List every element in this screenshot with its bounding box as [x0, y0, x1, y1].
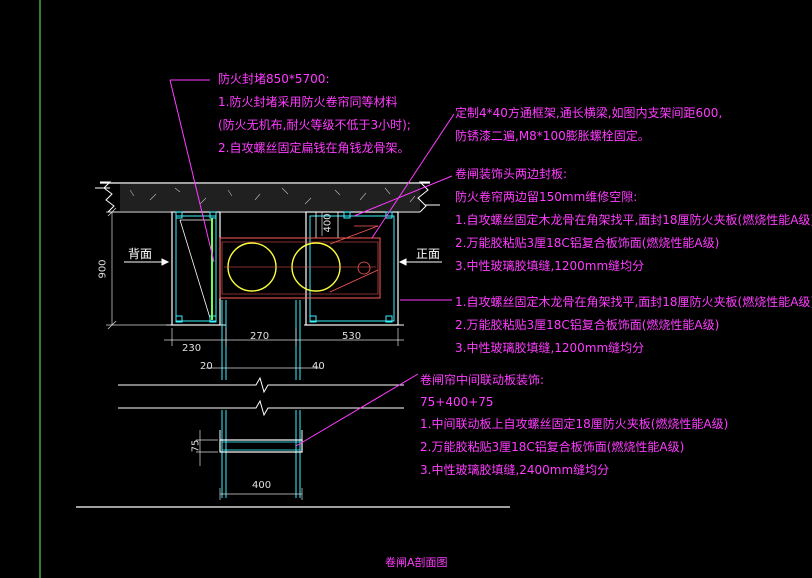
- note-cover-title: 卷闸装饰头两边封板:: [455, 167, 568, 181]
- shutter-housing: [219, 225, 381, 299]
- dim-20: 20: [200, 361, 213, 372]
- note-cover-line2: 2.万能胶粘贴3厘18C铝复合板饰面(燃烧性能A级): [455, 236, 720, 250]
- note-firestop-title: 防火封堵850*5700:: [218, 72, 330, 86]
- dim-900: 900: [97, 259, 109, 279]
- dim-530: 530: [342, 331, 362, 342]
- dimension-lines: [106, 207, 404, 500]
- note-frame-line2: 防锈漆二遍,M8*100膨胀螺栓固定。: [455, 129, 650, 143]
- note-firestop-line1: 1.防火封堵采用防火卷帘同等材料: [218, 95, 398, 109]
- note-cover-line3: 3.中性玻璃胶填缝,1200mm缝均分: [455, 259, 645, 273]
- note-middle-line1: 1.中间联动板上自攻螺丝固定18厘防火夹板(燃烧性能A级): [420, 417, 729, 431]
- label-front: 正面: [416, 247, 441, 261]
- dim-270: 270: [250, 331, 270, 342]
- side-arrows: [124, 258, 442, 266]
- left-box-frame: [166, 211, 226, 326]
- note-bottom-line1: 1.自攻螺丝固定木龙骨在角架找平,面封18厘防火夹板(燃烧性能A级): [455, 295, 812, 309]
- note-cover-line1: 1.自攻螺丝固定木龙骨在角架找平,面封18厘防火夹板(燃烧性能A级): [455, 213, 812, 227]
- note-middle-dims: 75+400+75: [420, 395, 494, 409]
- note-middle-line3: 3.中性玻璃胶填缝,2400mm缝均分: [420, 463, 610, 477]
- note-bottom-line2: 2.万能胶粘贴3厘18C铝复合板饰面(燃烧性能A级): [455, 318, 720, 332]
- dim-40: 40: [312, 361, 325, 372]
- dim-400-bottom: 400: [252, 480, 272, 491]
- middle-panel: [219, 430, 303, 453]
- note-bottom-line3: 3.中性玻璃胶填缝,1200mm缝均分: [455, 341, 645, 355]
- label-back: 背面: [128, 247, 153, 261]
- note-middle-title: 卷闸帘中间联动板装饰:: [420, 373, 545, 387]
- note-middle-line2: 2.万能胶粘贴3厘18C铝复合板饰面(燃烧性能A级): [420, 440, 685, 454]
- note-firestop-line3: 2.自攻螺丝固定扁钱在角钱龙骨架。: [218, 141, 410, 155]
- dim-230: 230: [182, 343, 202, 354]
- right-box-frame: [304, 211, 404, 326]
- break-lines: [118, 376, 404, 417]
- dim-400-vertical: 400: [322, 213, 334, 233]
- note-firestop-line2: (防火无机布,耐火等级不低于3小时);: [218, 118, 411, 132]
- guide-rails: [221, 300, 301, 498]
- concrete-slab: [95, 181, 440, 213]
- leader-lines: [169, 79, 455, 447]
- dim-75: 75: [190, 439, 202, 453]
- note-frame-line1: 定制4*40方通框架,通长横梁,如图内支架间距600,: [455, 106, 723, 120]
- note-cover-subtitle: 防火卷帘两边留150mm维修空隙:: [455, 190, 638, 204]
- drawing-caption: 卷闸A剖面图: [385, 556, 448, 569]
